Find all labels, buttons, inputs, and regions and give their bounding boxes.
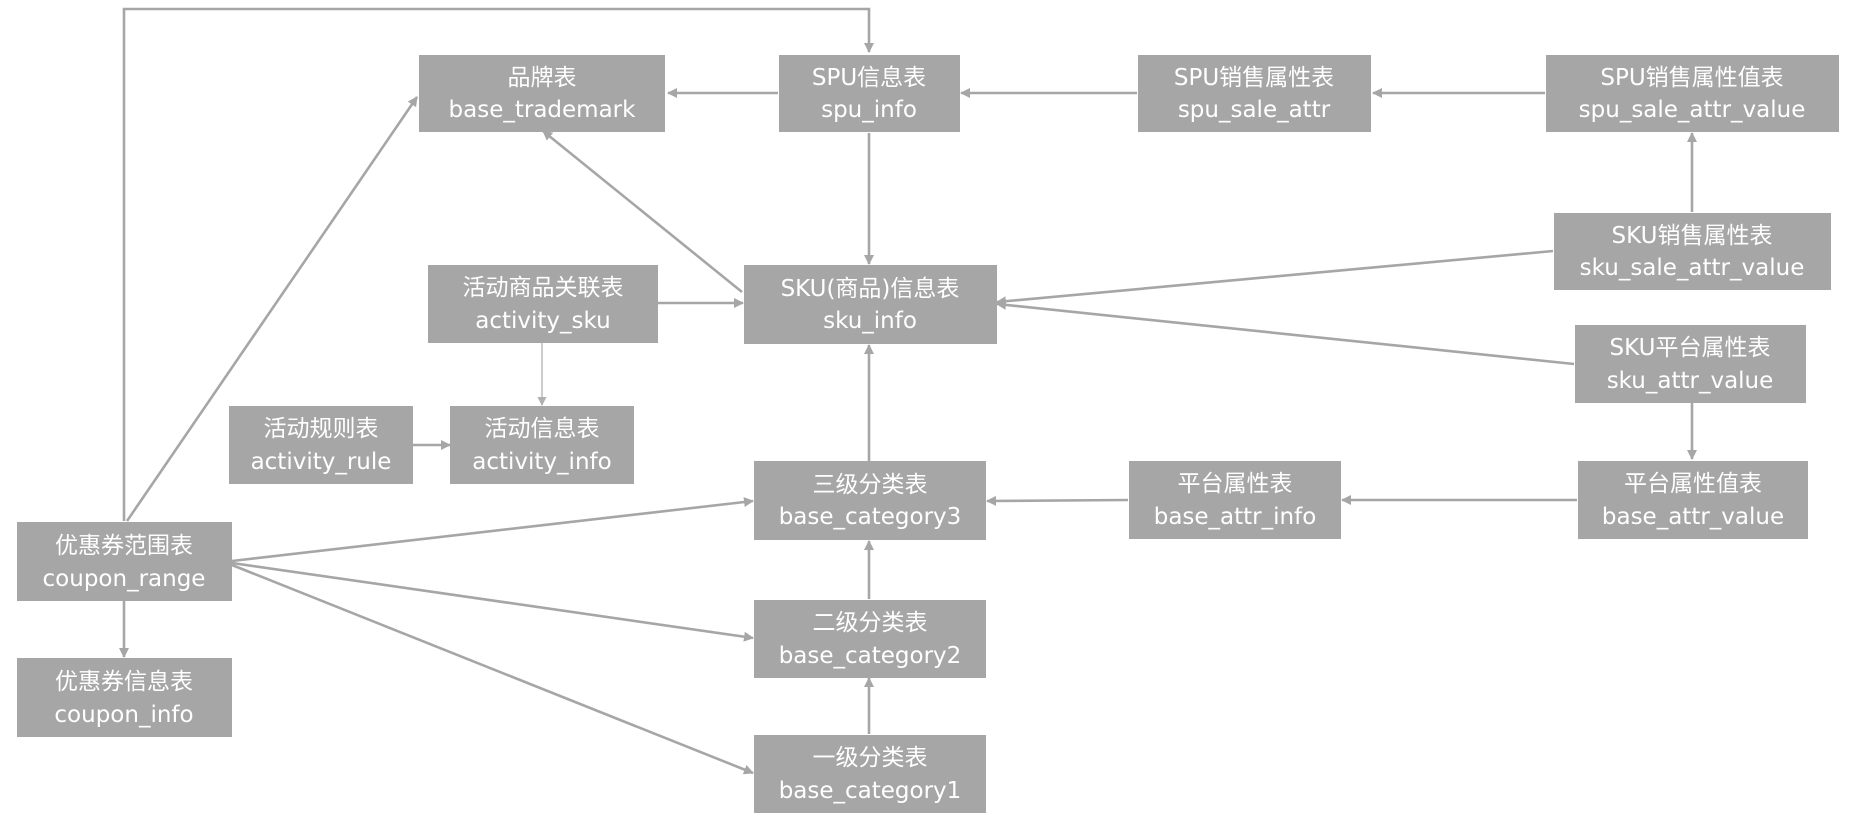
- node-en-label: base_attr_info: [1154, 504, 1317, 530]
- edge-sku-sale-attr-value-to-sku-info: [996, 249, 1554, 307]
- node-cn-label: 品牌表: [508, 65, 577, 91]
- node-en-label: sku_info: [823, 308, 917, 334]
- node-cn-label: SKU销售属性表: [1612, 223, 1773, 249]
- node-cn-label: SKU(商品)信息表: [781, 276, 960, 302]
- edge-coupon-range-to-base-category3: [231, 497, 754, 563]
- node-en-label: spu_sale_attr: [1178, 97, 1331, 123]
- node-en-label: activity_sku: [475, 308, 610, 334]
- node-en-label: base_category2: [779, 643, 962, 669]
- node-en-label: activity_rule: [251, 449, 392, 475]
- edge-coupon-range-to-base-trademark: [125, 96, 419, 522]
- table-node-activity-info: 活动信息表 activity_info: [450, 406, 634, 484]
- table-node-coupon-range: 优惠券范围表 coupon_range: [17, 522, 232, 601]
- table-node-base-trademark: 品牌表 base_trademark: [419, 55, 665, 132]
- node-cn-label: 三级分类表: [813, 472, 928, 498]
- edge-base-attr-info-to-base-category3: [986, 495, 1129, 506]
- table-node-spu-info: SPU信息表 spu_info: [779, 55, 960, 132]
- table-node-sku-info: SKU(商品)信息表 sku_info: [744, 265, 997, 344]
- node-cn-label: SPU销售属性表: [1174, 65, 1334, 91]
- node-cn-label: SPU信息表: [812, 65, 926, 91]
- node-en-label: base_category1: [779, 778, 962, 804]
- edge-sku-attr-value-to-sku-info: [996, 299, 1575, 366]
- edge-coupon-range-to-base-category2: [231, 561, 754, 642]
- table-node-base-category3: 三级分类表 base_category3: [754, 461, 986, 540]
- table-node-base-category2: 二级分类表 base_category2: [754, 600, 986, 678]
- table-node-spu-sale-attr: SPU销售属性表 spu_sale_attr: [1138, 55, 1371, 132]
- node-cn-label: 活动商品关联表: [463, 275, 624, 301]
- node-en-label: base_trademark: [449, 97, 637, 123]
- node-cn-label: 平台属性值表: [1624, 471, 1762, 497]
- table-node-base-category1: 一级分类表 base_category1: [754, 735, 986, 813]
- node-cn-label: 活动规则表: [264, 416, 379, 442]
- node-cn-label: 优惠券范围表: [55, 533, 193, 559]
- edge-sku-info-to-base-trademark: [542, 129, 743, 294]
- table-node-activity-rule: 活动规则表 activity_rule: [229, 406, 413, 484]
- table-node-coupon-info: 优惠券信息表 coupon_info: [17, 658, 232, 737]
- node-en-label: spu_info: [821, 97, 917, 123]
- table-node-base-attr-info: 平台属性表 base_attr_info: [1129, 461, 1341, 539]
- edges: [119, 7, 1697, 775]
- table-node-sku-sale-attr-value: SKU销售属性表 sku_sale_attr_value: [1554, 213, 1831, 290]
- node-en-label: coupon_info: [54, 702, 193, 728]
- edge-coupon-range-to-spu-info: [122, 7, 874, 521]
- node-en-label: spu_sale_attr_value: [1579, 97, 1806, 123]
- table-node-sku-attr-value: SKU平台属性表 sku_attr_value: [1575, 325, 1806, 403]
- node-cn-label: SKU平台属性表: [1610, 335, 1771, 361]
- node-cn-label: 二级分类表: [813, 610, 928, 636]
- node-en-label: sku_sale_attr_value: [1580, 255, 1805, 281]
- edge-coupon-range-to-base-category1: [231, 563, 754, 775]
- nodes: 品牌表 base_trademark SPU信息表 spu_info SPU销售…: [17, 55, 1839, 813]
- table-node-activity-sku: 活动商品关联表 activity_sku: [428, 265, 658, 343]
- node-cn-label: 优惠券信息表: [55, 669, 193, 695]
- node-cn-label: 活动信息表: [485, 416, 600, 442]
- node-en-label: base_category3: [779, 504, 962, 530]
- node-en-label: base_attr_value: [1602, 504, 1784, 530]
- node-cn-label: 平台属性表: [1178, 471, 1293, 497]
- table-node-spu-sale-attr-value: SPU销售属性值表 spu_sale_attr_value: [1546, 55, 1839, 132]
- node-en-label: coupon_range: [43, 566, 206, 592]
- node-cn-label: SPU销售属性值表: [1600, 65, 1783, 91]
- node-cn-label: 一级分类表: [813, 745, 928, 771]
- node-en-label: sku_attr_value: [1607, 368, 1774, 394]
- node-en-label: activity_info: [472, 449, 611, 475]
- table-node-base-attr-value: 平台属性值表 base_attr_value: [1578, 461, 1808, 539]
